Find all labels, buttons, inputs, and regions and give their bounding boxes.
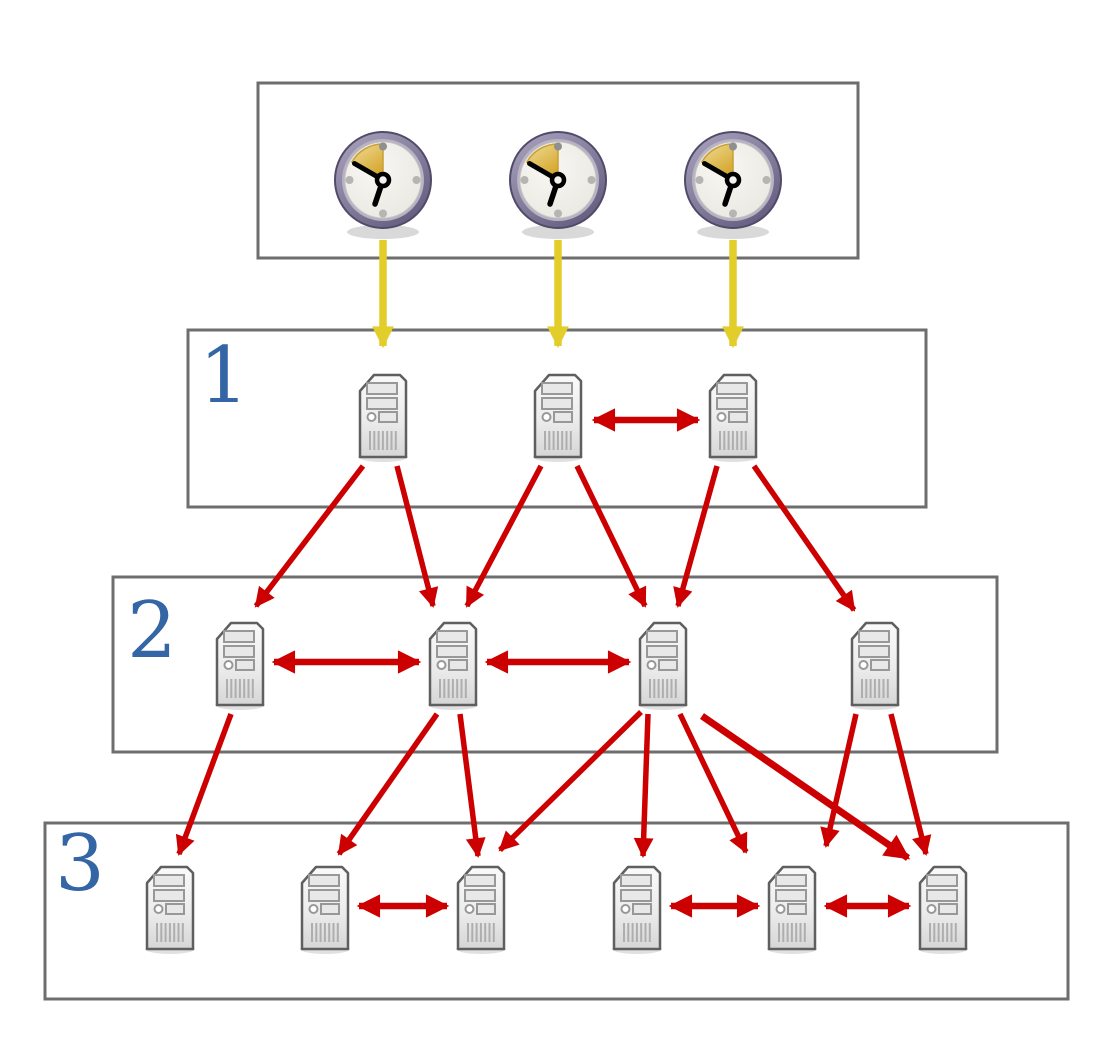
- sync-arrow: [464, 464, 544, 608]
- server-icon: [143, 865, 197, 954]
- clock-sync-arrows: [372, 240, 744, 349]
- sync-arrow: [498, 710, 643, 852]
- stratum-2-servers: [213, 621, 902, 710]
- server-icon: [848, 621, 902, 710]
- reference-clock-row: [335, 132, 781, 239]
- server-icon: [531, 373, 585, 462]
- sync-arrow: [175, 713, 234, 856]
- sync-arrow: [820, 713, 859, 848]
- stratum-2-label: 2: [127, 586, 177, 676]
- sync-arrow: [336, 712, 440, 856]
- server-icon: [610, 865, 664, 954]
- sync-arrow: [633, 713, 654, 858]
- stratum-1-label: 1: [199, 331, 249, 421]
- server-icon: [765, 865, 819, 954]
- clock-icon: [510, 132, 606, 239]
- stratum-3-servers: [143, 865, 970, 954]
- server-icon: [706, 373, 760, 462]
- server-icon: [454, 865, 508, 954]
- server-icon: [636, 621, 690, 710]
- stratum-3-label: 3: [55, 819, 105, 909]
- server-icon: [298, 865, 352, 954]
- stratum-3-box: [43, 821, 1070, 1001]
- sync-arrow: [574, 464, 648, 608]
- server-icon: [426, 621, 480, 710]
- sync-arrow: [700, 713, 911, 861]
- stratum2-to-stratum3-arrows: [175, 710, 932, 861]
- sync-arrow: [253, 464, 366, 608]
- server-icon: [213, 621, 267, 710]
- server-icon: [356, 373, 410, 462]
- sync-arrow: [457, 713, 486, 858]
- sync-arrow: [394, 465, 439, 608]
- stratum1-to-stratum2-arrows: [253, 464, 857, 612]
- server-icon: [916, 865, 970, 954]
- sync-arrow: [677, 712, 749, 854]
- sync-arrow: [673, 465, 720, 608]
- sync-arrow: [888, 713, 932, 856]
- stratum-2-box: [111, 575, 999, 754]
- clock-icon: [685, 132, 781, 239]
- clock-icon: [335, 132, 431, 239]
- sync-arrow: [751, 464, 857, 612]
